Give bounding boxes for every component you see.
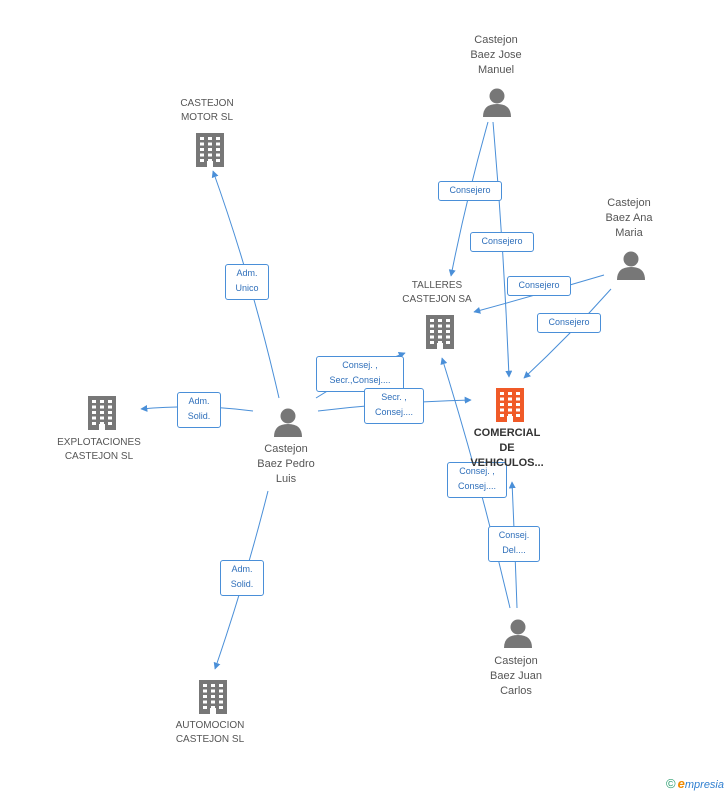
relation-label-juan-comercial[interactable]: Consej. Del.... (488, 526, 540, 562)
node-label-automocion[interactable]: AUTOMOCION CASTEJON SL (175, 720, 245, 745)
relation-label-pedro-comercial[interactable]: Secr. , Consej.... (364, 388, 424, 424)
building-icon-explotaciones[interactable] (88, 396, 116, 430)
node-label-explotaciones[interactable]: EXPLOTACIONES CASTEJON SL (57, 437, 141, 462)
relation-label-juan-talleres[interactable]: Consej. , Consej.... (447, 462, 507, 498)
relation-label-pedro-automocion[interactable]: Adm. Solid. (220, 560, 264, 596)
relation-label-jose-comercial[interactable]: Consejero (470, 232, 534, 252)
person-icon-pedro[interactable] (274, 408, 302, 438)
brand-initial: e (677, 776, 685, 791)
copyright-symbol: © (666, 776, 676, 791)
node-label-comercial[interactable]: COMERCIAL DE VEHICULOS... (470, 427, 544, 469)
person-icon-ana[interactable] (617, 251, 645, 281)
relation-label-pedro-explotaciones[interactable]: Adm. Solid. (177, 392, 221, 428)
building-icon-motor[interactable] (196, 133, 224, 167)
relation-label-pedro-talleres[interactable]: Consej. , Secr.,Consej.... (316, 356, 404, 392)
building-icon-comercial[interactable] (496, 388, 524, 422)
relation-label-ana-comercial[interactable]: Consejero (537, 313, 601, 333)
node-label-talleres[interactable]: TALLERES CASTEJON SA (402, 280, 472, 305)
relation-label-jose-talleres[interactable]: Consejero (438, 181, 502, 201)
brand-name: mpresia (684, 779, 724, 791)
person-icon-jose[interactable] (483, 88, 511, 118)
node-label-pedro[interactable]: Castejon Baez Pedro Luis (257, 443, 315, 485)
edge-ana-comercial (523, 288, 612, 379)
brand-logo: ©empresia (666, 776, 724, 791)
person-icon-juan[interactable] (504, 619, 532, 649)
node-label-juan[interactable]: Castejon Baez Juan Carlos (490, 655, 542, 697)
node-label-motor[interactable]: CASTEJON MOTOR SL (180, 98, 234, 123)
node-label-ana[interactable]: Castejon Baez Ana Maria (605, 197, 653, 239)
building-icon-talleres[interactable] (426, 315, 454, 349)
building-icon-automocion[interactable] (199, 680, 227, 714)
relation-label-pedro-motor[interactable]: Adm. Unico (225, 264, 269, 300)
node-label-jose[interactable]: Castejon Baez Jose Manuel (470, 34, 522, 76)
relation-label-ana-talleres[interactable]: Consejero (507, 276, 571, 296)
